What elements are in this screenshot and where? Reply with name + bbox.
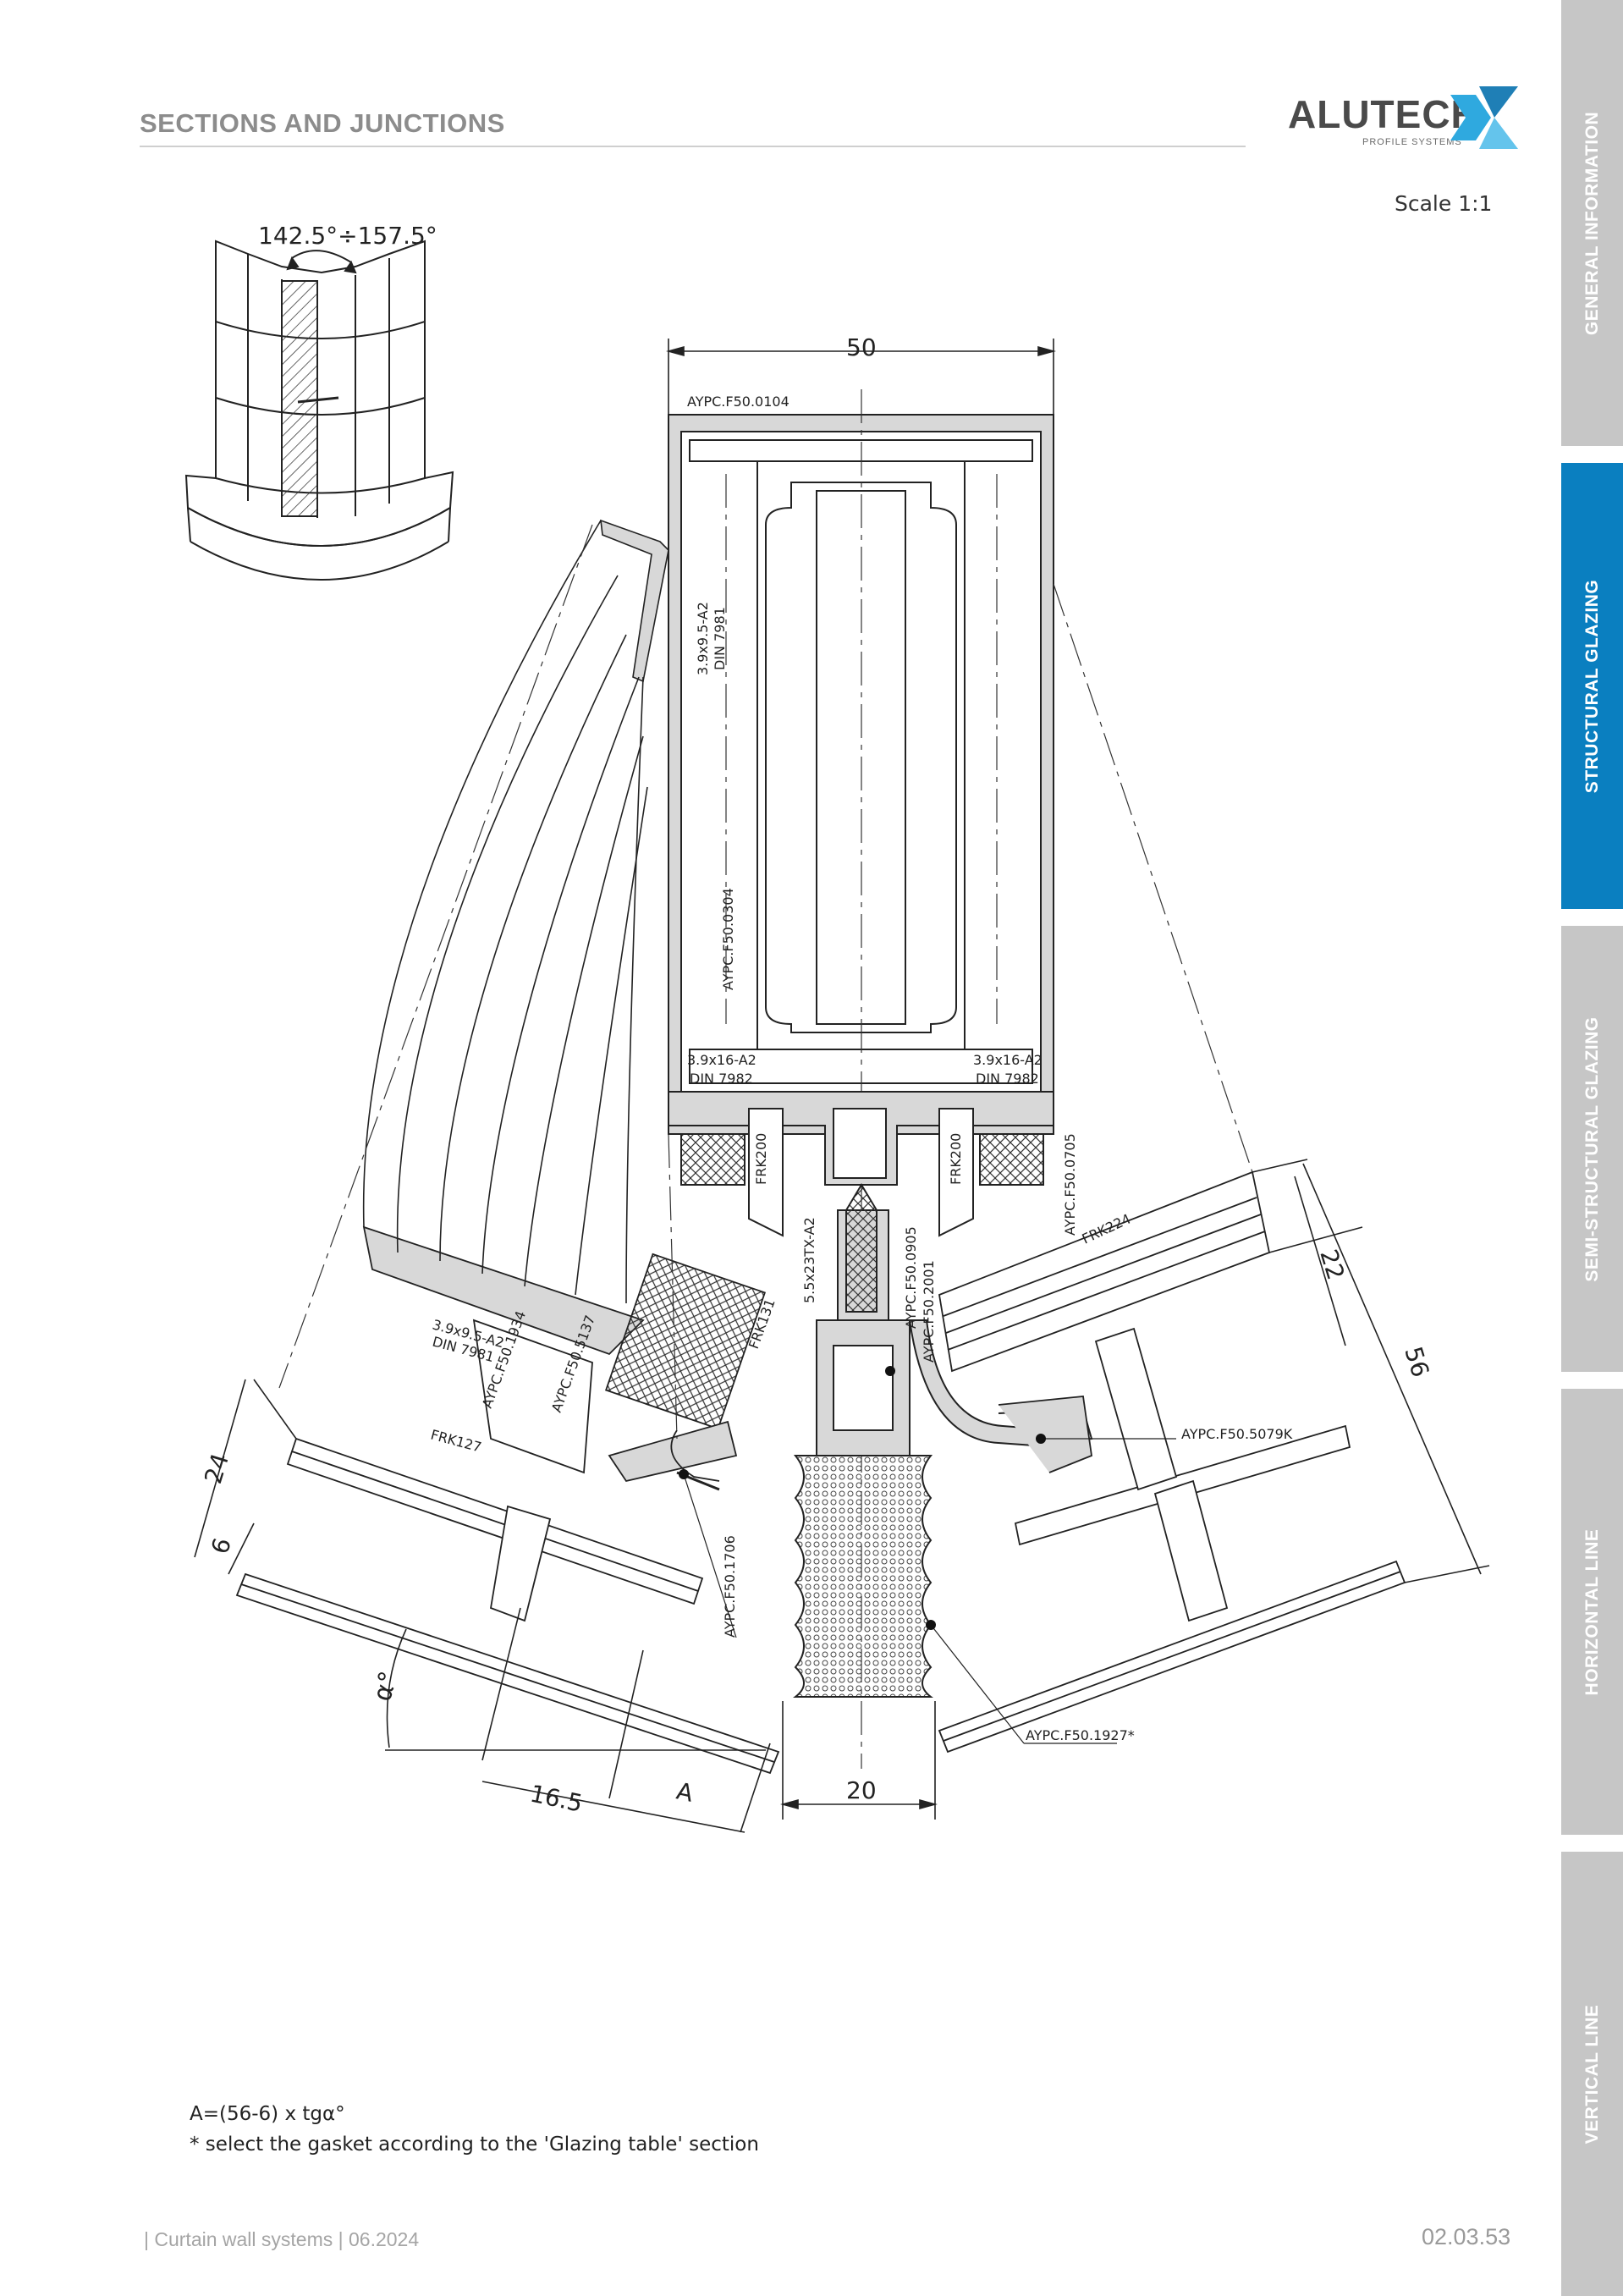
- label-profile-2001: AYPC.F50.2001: [921, 1260, 937, 1363]
- formula-note: A=(56-6) x tgα°: [190, 2103, 345, 2125]
- dimension-right: [1252, 1159, 1490, 1583]
- right-glazing: [938, 1170, 1406, 1754]
- label-screw-right: 3.9x16-A2: [973, 1052, 1043, 1068]
- dimension-width-label: 50: [846, 333, 877, 361]
- tab-horizontal-line[interactable]: HORIZONTAL LINE: [1561, 1389, 1623, 1835]
- label-screw-upper: 3.9x9.5-A2: [695, 602, 711, 675]
- dimension-56-label: 56: [1399, 1343, 1434, 1380]
- label-frk200-right: FRK200: [948, 1133, 964, 1185]
- label-profile-5079k: AYPC.F50.5079K: [1181, 1426, 1293, 1442]
- label-screw-upper-din: DIN 7981: [712, 607, 728, 670]
- left-frame: [362, 519, 669, 1304]
- footer-catalog: | Curtain wall systems | 06.2024: [144, 2228, 420, 2250]
- label-screw-left-din: DIN 7982: [690, 1071, 753, 1087]
- alutech-logo-mark-icon: [1450, 86, 1518, 149]
- header-divider: [140, 146, 1246, 147]
- dimension-offset-label: 16.5: [528, 1780, 586, 1818]
- tab-structural-glazing[interactable]: STRUCTURAL GLAZING: [1561, 463, 1623, 909]
- label-profile-1706: AYPC.F50.1706: [722, 1535, 738, 1638]
- brand-logo: ALUTECH PROFILE SYSTEMS: [1288, 85, 1518, 152]
- isometric-view: [184, 240, 454, 581]
- section-tabs: GENERAL INFORMATION STRUCTURAL GLAZING S…: [1561, 0, 1623, 2296]
- dimension-24-label: 24: [199, 1450, 234, 1487]
- dimension-a-label: A: [674, 1777, 696, 1808]
- bellows-gasket: [793, 1455, 933, 1698]
- dimension-bottom: [481, 1607, 938, 1833]
- label-frk127: FRK127: [429, 1427, 483, 1456]
- tab-semi-structural-glazing[interactable]: SEMI-STRUCTURAL GLAZING: [1561, 926, 1623, 1372]
- alpha-angle: [385, 1628, 766, 1751]
- tab-general-information[interactable]: GENERAL INFORMATION: [1561, 0, 1623, 446]
- label-screw-right-din: DIN 7982: [976, 1071, 1039, 1087]
- label-screw-left: 3.9x16-A2: [687, 1052, 756, 1068]
- label-profile-mullion: AYPC.F50.0304: [720, 888, 736, 990]
- left-glazing: [235, 1225, 780, 1775]
- angle-range-label: 142.5°÷157.5°: [258, 222, 437, 250]
- page-title: SECTIONS AND JUNCTIONS: [140, 108, 505, 138]
- label-frk200-left: FRK200: [753, 1133, 769, 1185]
- gasket-note: * select the gasket according to the 'Gl…: [190, 2134, 759, 2156]
- dimension-left: [194, 1379, 297, 1575]
- label-profile-0705: AYPC.F50.0705: [1062, 1133, 1078, 1236]
- alpha-label: α°: [367, 1668, 404, 1704]
- scale-label: Scale 1:1: [1395, 191, 1493, 216]
- dimension-gap-label: 20: [846, 1776, 877, 1804]
- label-profile-top: AYPC.F50.0104: [687, 394, 789, 410]
- label-profile-1927: AYPC.F50.1927*: [1026, 1727, 1135, 1743]
- lower-assembly: [668, 1091, 1093, 1456]
- label-profile-0905: AYPC.F50.0905: [903, 1226, 919, 1329]
- dimension-50: [666, 339, 1056, 415]
- dimension-6-label: 6: [206, 1534, 237, 1557]
- dimension-22-label: 22: [1314, 1246, 1350, 1283]
- tab-vertical-line[interactable]: VERTICAL LINE: [1561, 1852, 1623, 2296]
- logo-wordmark: ALUTECH: [1288, 92, 1480, 136]
- page-number: 02.03.53: [1422, 2224, 1511, 2249]
- label-bolt: 5.5x23TX-A2: [801, 1217, 817, 1303]
- logo-tagline: PROFILE SYSTEMS: [1362, 137, 1462, 147]
